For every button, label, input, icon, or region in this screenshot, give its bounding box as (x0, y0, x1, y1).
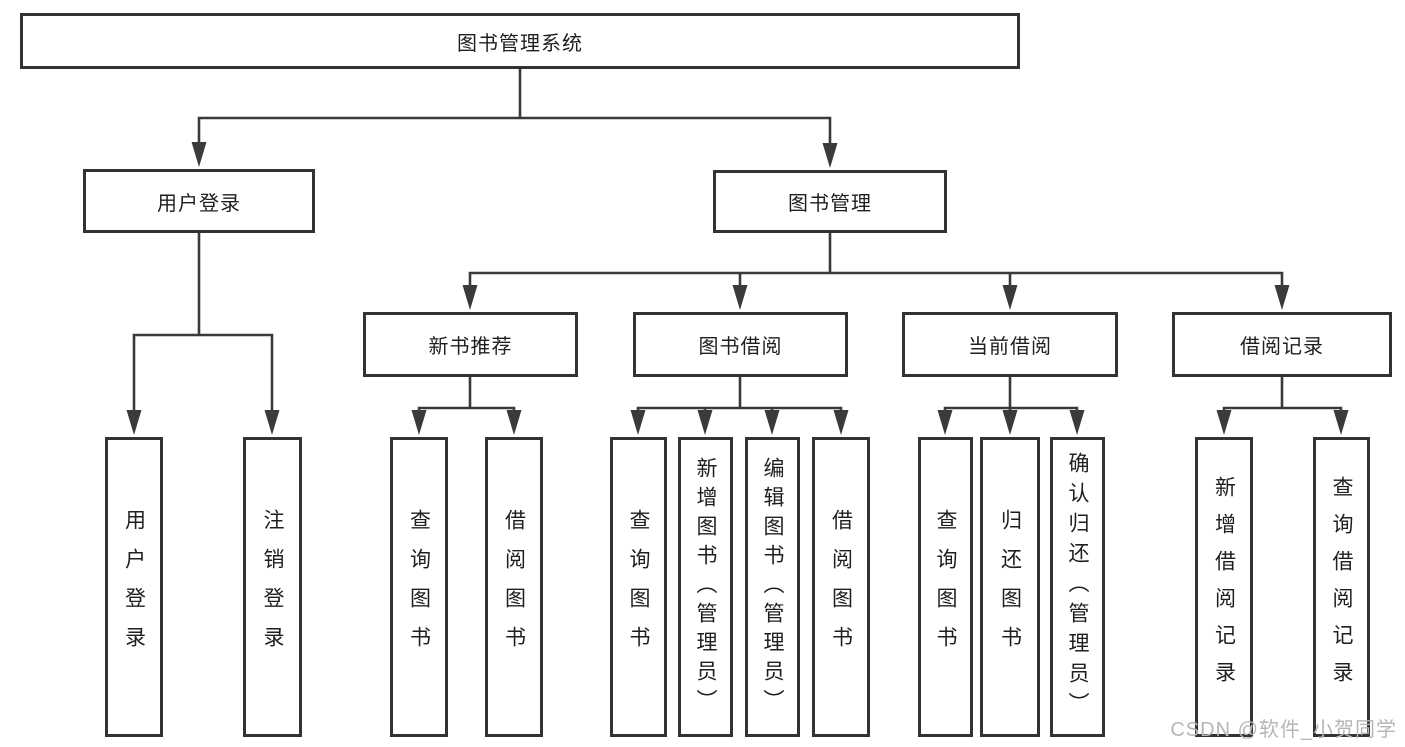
arrowheads (126, 142, 1349, 435)
leaf-user-login: 用户登录 (105, 437, 163, 737)
leaf-label: 查询图书 (627, 509, 650, 665)
leaf-label: 新增图书（管理员） (694, 456, 717, 718)
arrow-down-icon (732, 285, 748, 310)
arrow-down-icon (126, 410, 142, 435)
node-book-borrowing: 图书借阅 (633, 312, 848, 377)
leaf-query-books-recommend: 查询图书 (390, 437, 448, 737)
arrow-down-icon (1002, 410, 1018, 435)
node-label: 图书管理 (788, 193, 872, 215)
node-label: 借阅记录 (1240, 336, 1324, 358)
arrow-down-icon (506, 410, 522, 435)
arrow-down-icon (833, 410, 849, 435)
node-label: 图书管理系统 (457, 32, 583, 55)
csdn-watermark: CSDN @软件_小贺同学 (1170, 719, 1397, 741)
node-label: 当前借阅 (968, 336, 1052, 358)
leaf-label: 确认归还（管理员） (1066, 452, 1089, 722)
leaf-add-book-admin: 新增图书（管理员） (678, 437, 733, 737)
leaf-label: 查询图书 (407, 509, 431, 665)
leaf-label: 用户登录 (122, 509, 146, 665)
leaf-confirm-return-admin: 确认归还（管理员） (1050, 437, 1105, 737)
arrow-down-icon (630, 410, 646, 435)
arrow-down-icon (191, 142, 207, 167)
node-current-borrowing: 当前借阅 (902, 312, 1118, 377)
arrow-down-icon (411, 410, 427, 435)
leaf-label: 新增借阅记录 (1212, 476, 1236, 698)
node-new-book-recommendation: 新书推荐 (363, 312, 578, 377)
leaf-label: 查询借阅记录 (1330, 476, 1353, 698)
leaf-query-books-borrow: 查询图书 (610, 437, 667, 737)
leaf-edit-book-admin: 编辑图书（管理员） (745, 437, 800, 737)
arrow-down-icon (822, 143, 838, 168)
leaf-label: 归还图书 (998, 509, 1022, 665)
arrow-down-icon (1216, 410, 1232, 435)
node-borrowing-records: 借阅记录 (1172, 312, 1392, 377)
node-label: 图书借阅 (698, 336, 783, 358)
leaf-label: 借阅图书 (502, 509, 526, 665)
arrow-down-icon (697, 410, 713, 435)
leaf-label: 查询图书 (934, 509, 957, 665)
arrow-down-icon (764, 410, 780, 435)
leaf-add-borrow-record: 新增借阅记录 (1195, 437, 1253, 737)
arrow-down-icon (1333, 410, 1349, 435)
arrow-down-icon (462, 285, 478, 310)
leaf-borrow-books: 借阅图书 (812, 437, 870, 737)
leaf-borrow-books-recommend: 借阅图书 (485, 437, 543, 737)
leaf-return-book: 归还图书 (980, 437, 1040, 737)
arrow-down-icon (1002, 285, 1018, 310)
leaf-logout: 注销登录 (243, 437, 302, 737)
node-library-management-system: 图书管理系统 (20, 13, 1020, 69)
arrow-down-icon (1069, 410, 1085, 435)
node-user-login: 用户登录 (83, 169, 315, 233)
arrow-down-icon (264, 410, 280, 435)
node-label: 用户登录 (157, 192, 241, 215)
node-book-management: 图书管理 (713, 170, 947, 233)
arrow-down-icon (937, 410, 953, 435)
arrow-down-icon (1274, 285, 1290, 310)
leaf-query-books-current: 查询图书 (918, 437, 973, 737)
leaf-label: 注销登录 (261, 509, 284, 665)
node-label: 新书推荐 (428, 336, 513, 358)
leaf-query-borrow-record: 查询借阅记录 (1313, 437, 1370, 737)
leaf-label: 借阅图书 (829, 509, 853, 665)
leaf-label: 编辑图书（管理员） (761, 456, 784, 718)
